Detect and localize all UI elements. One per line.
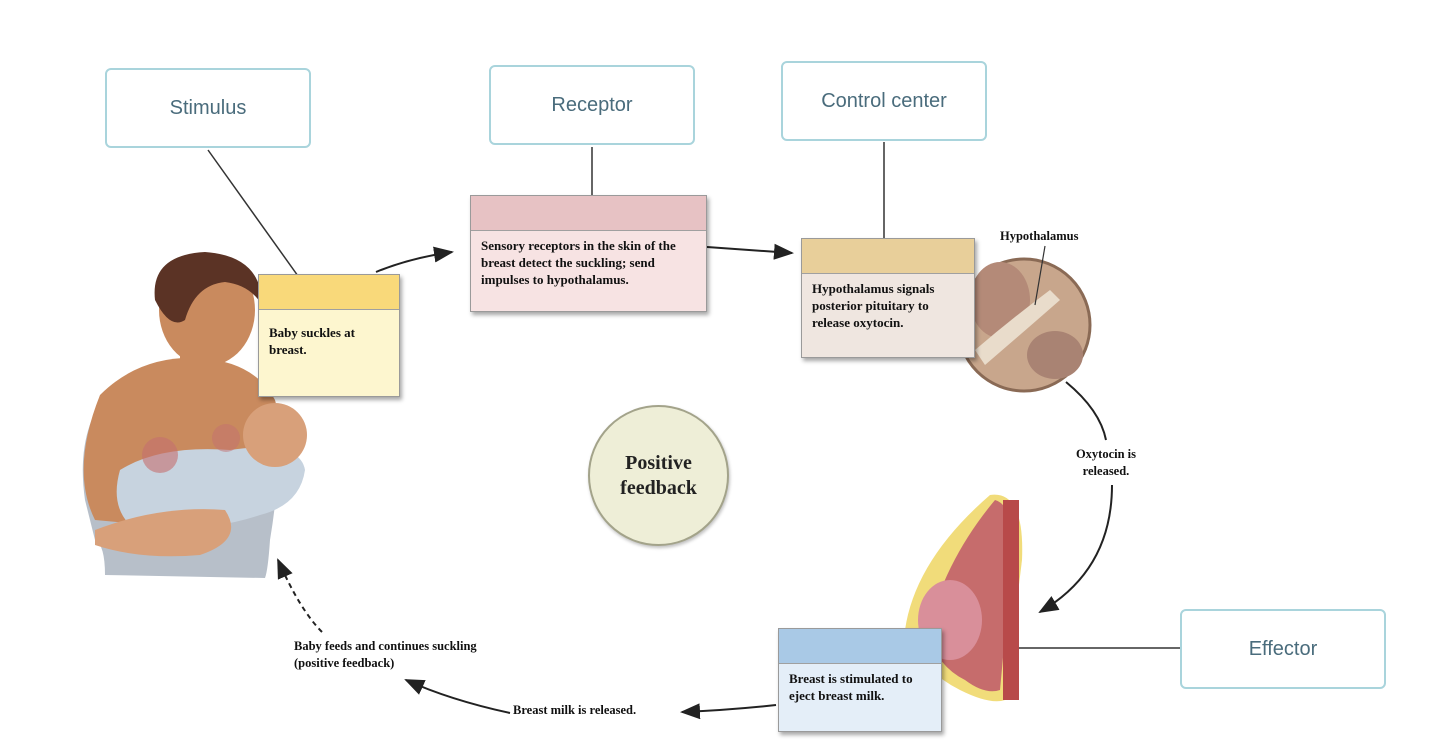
receptor-card-band <box>471 196 706 231</box>
arrow-milk-to-feeds <box>404 679 511 714</box>
stimulus-card-text: Baby suckles at breast. <box>269 325 355 357</box>
receptor-card: Sensory receptors in the skin of the bre… <box>470 195 707 312</box>
stimulus-card-band <box>259 275 399 310</box>
effector-card: Breast is stimulated to eject breast mil… <box>778 628 942 732</box>
arrow-oxytocin-to-breast <box>1038 484 1113 614</box>
stimulus-label-box[interactable]: Stimulus <box>105 68 311 148</box>
positive-feedback-circle: Positive feedback <box>588 405 729 546</box>
receptor-label-box[interactable]: Receptor <box>489 65 695 145</box>
control-center-card-text: Hypothalamus signals posterior pituitary… <box>812 281 935 330</box>
milk-released-annotation: Breast milk is released. <box>513 703 637 717</box>
receptor-card-text: Sensory receptors in the skin of the bre… <box>481 238 676 287</box>
arrow-effector-to-milk <box>680 703 777 720</box>
effector-card-band <box>779 629 941 664</box>
arrow-hypothalamus-curve <box>1065 381 1107 441</box>
stimulus-leader-line <box>207 149 309 291</box>
control-center-card: Hypothalamus signals posterior pituitary… <box>801 238 975 358</box>
arrow-feeds-to-stimulus-dashed <box>277 558 323 633</box>
positive-feedback-title: Positive feedback <box>620 451 697 499</box>
control-center-card-band <box>802 239 974 274</box>
hypothalamus-annotation: Hypothalamus <box>1000 229 1079 243</box>
arrow-stimulus-to-receptor <box>375 246 454 273</box>
oxytocin-annotation: Oxytocin is released. <box>1075 447 1137 478</box>
effector-card-text: Breast is stimulated to eject breast mil… <box>789 671 913 703</box>
baby-feeds-annotation: Baby feeds and continues suckling (posit… <box>294 639 477 670</box>
control-center-label-box[interactable]: Control center <box>781 61 987 141</box>
effector-label-box[interactable]: Effector <box>1180 609 1386 689</box>
arrow-receptor-to-control <box>706 243 794 260</box>
stimulus-card: Baby suckles at breast. <box>258 274 400 397</box>
